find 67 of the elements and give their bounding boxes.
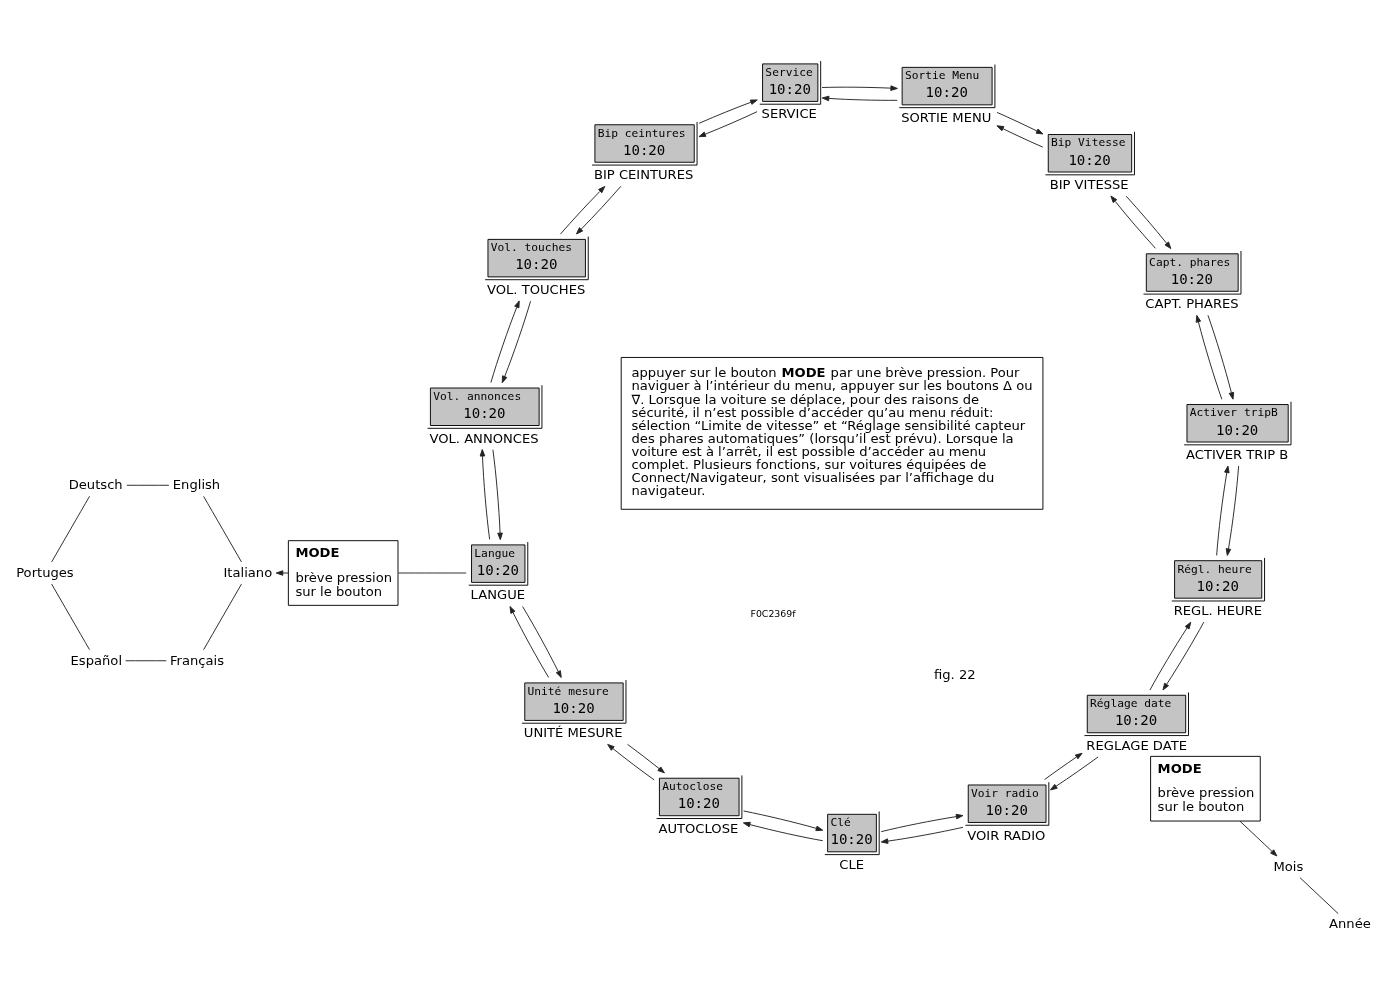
node-label: UNITÉ MESURE: [523, 724, 623, 740]
arrow: [479, 448, 491, 540]
arrow: [742, 821, 824, 841]
arrow: [743, 810, 824, 831]
node-label: SORTIE MENU: [901, 109, 992, 125]
label: F0C2369f: [750, 607, 796, 619]
arrow: [698, 110, 758, 137]
node-text: Deutsch: [68, 476, 123, 492]
arrow: [275, 569, 289, 576]
connector: [1299, 876, 1339, 914]
arrow: [1110, 195, 1156, 249]
connector: [125, 659, 167, 661]
node-label: CLE: [839, 856, 865, 872]
node-text: Français: [170, 652, 225, 668]
arrow: [1195, 314, 1223, 400]
arrow: [821, 84, 898, 91]
node-label: REGL. HEURE: [1173, 602, 1262, 618]
arrow: [576, 185, 622, 234]
arrow: [698, 98, 758, 124]
connector: [203, 495, 242, 562]
node-label: LANGUE: [470, 586, 526, 602]
node-text: English: [172, 476, 221, 492]
connector: [51, 495, 90, 562]
arrow: [501, 300, 532, 383]
arrow: [1162, 621, 1205, 690]
node-label: SERVICE: [761, 105, 817, 121]
arrow: [880, 826, 964, 844]
node-box: appuyer sur le bouton MODE par une brève pression. Pour naviguer à l’intérieur du menu, appuyer sur les boutons Δ ou ∇. Lorsque la voiture se déplace, pour des raisons de sécurité, il n’est possible d’accéder qu’au menu réduit: sélection “Limite de vitesse” et “Réglage sensibilité capteur des phares automatiques” (lorsqu’il est prévu). Lorsque la voiture est à l’arrêt, il est possible d’accéder au menu complet. Plusieurs fonctions, sur voitures équipées de Connect/Navigateur, sont visualisées par l’affichage du navigateur.: [620, 356, 1044, 510]
arrow: [607, 743, 655, 780]
node-label: VOL. ANNONCES: [429, 430, 539, 446]
arrow: [1050, 755, 1099, 790]
node-label: ACTIVER TRIP B: [1186, 446, 1289, 462]
node-text: Portuges: [16, 564, 74, 580]
label: fig. 22: [934, 666, 976, 682]
connector: [397, 572, 467, 573]
arrow: [559, 185, 606, 235]
connector: [51, 583, 90, 650]
node-label: VOL. TOUCHES: [487, 281, 586, 297]
node-label: BIP VITESSE: [1049, 176, 1129, 192]
node-box: MODE brève pression sur le bouton: [287, 539, 399, 606]
arrow: [490, 299, 520, 383]
node-label: VOIR RADIO: [967, 827, 1046, 843]
node-label: REGLAGE DATE: [1086, 737, 1187, 753]
node-label: AUTOCLOSE: [658, 820, 739, 836]
node-text: Année: [1329, 915, 1371, 931]
arrow: [880, 813, 964, 832]
arrow: [1225, 465, 1240, 556]
node-label: BIP CEINTURES: [593, 166, 694, 182]
arrow: [1125, 195, 1172, 249]
node-text: Mois: [1273, 858, 1304, 874]
node-text: Italiano: [223, 564, 273, 580]
node-text: Español: [70, 652, 123, 668]
connector: [203, 583, 242, 650]
arrow: [1044, 752, 1083, 780]
arrow: [1239, 820, 1278, 856]
arrow: [821, 95, 898, 101]
arrow: [1207, 314, 1235, 400]
arrow: [1216, 465, 1230, 556]
arrow: [996, 111, 1044, 134]
arrow: [627, 743, 665, 773]
connector: [126, 484, 170, 486]
node-label: CAPT. PHARES: [1145, 295, 1239, 311]
arrow: [509, 605, 550, 678]
arrow: [1149, 621, 1192, 690]
arrow: [996, 124, 1044, 148]
arrow: [492, 448, 503, 540]
arrow: [522, 605, 562, 678]
